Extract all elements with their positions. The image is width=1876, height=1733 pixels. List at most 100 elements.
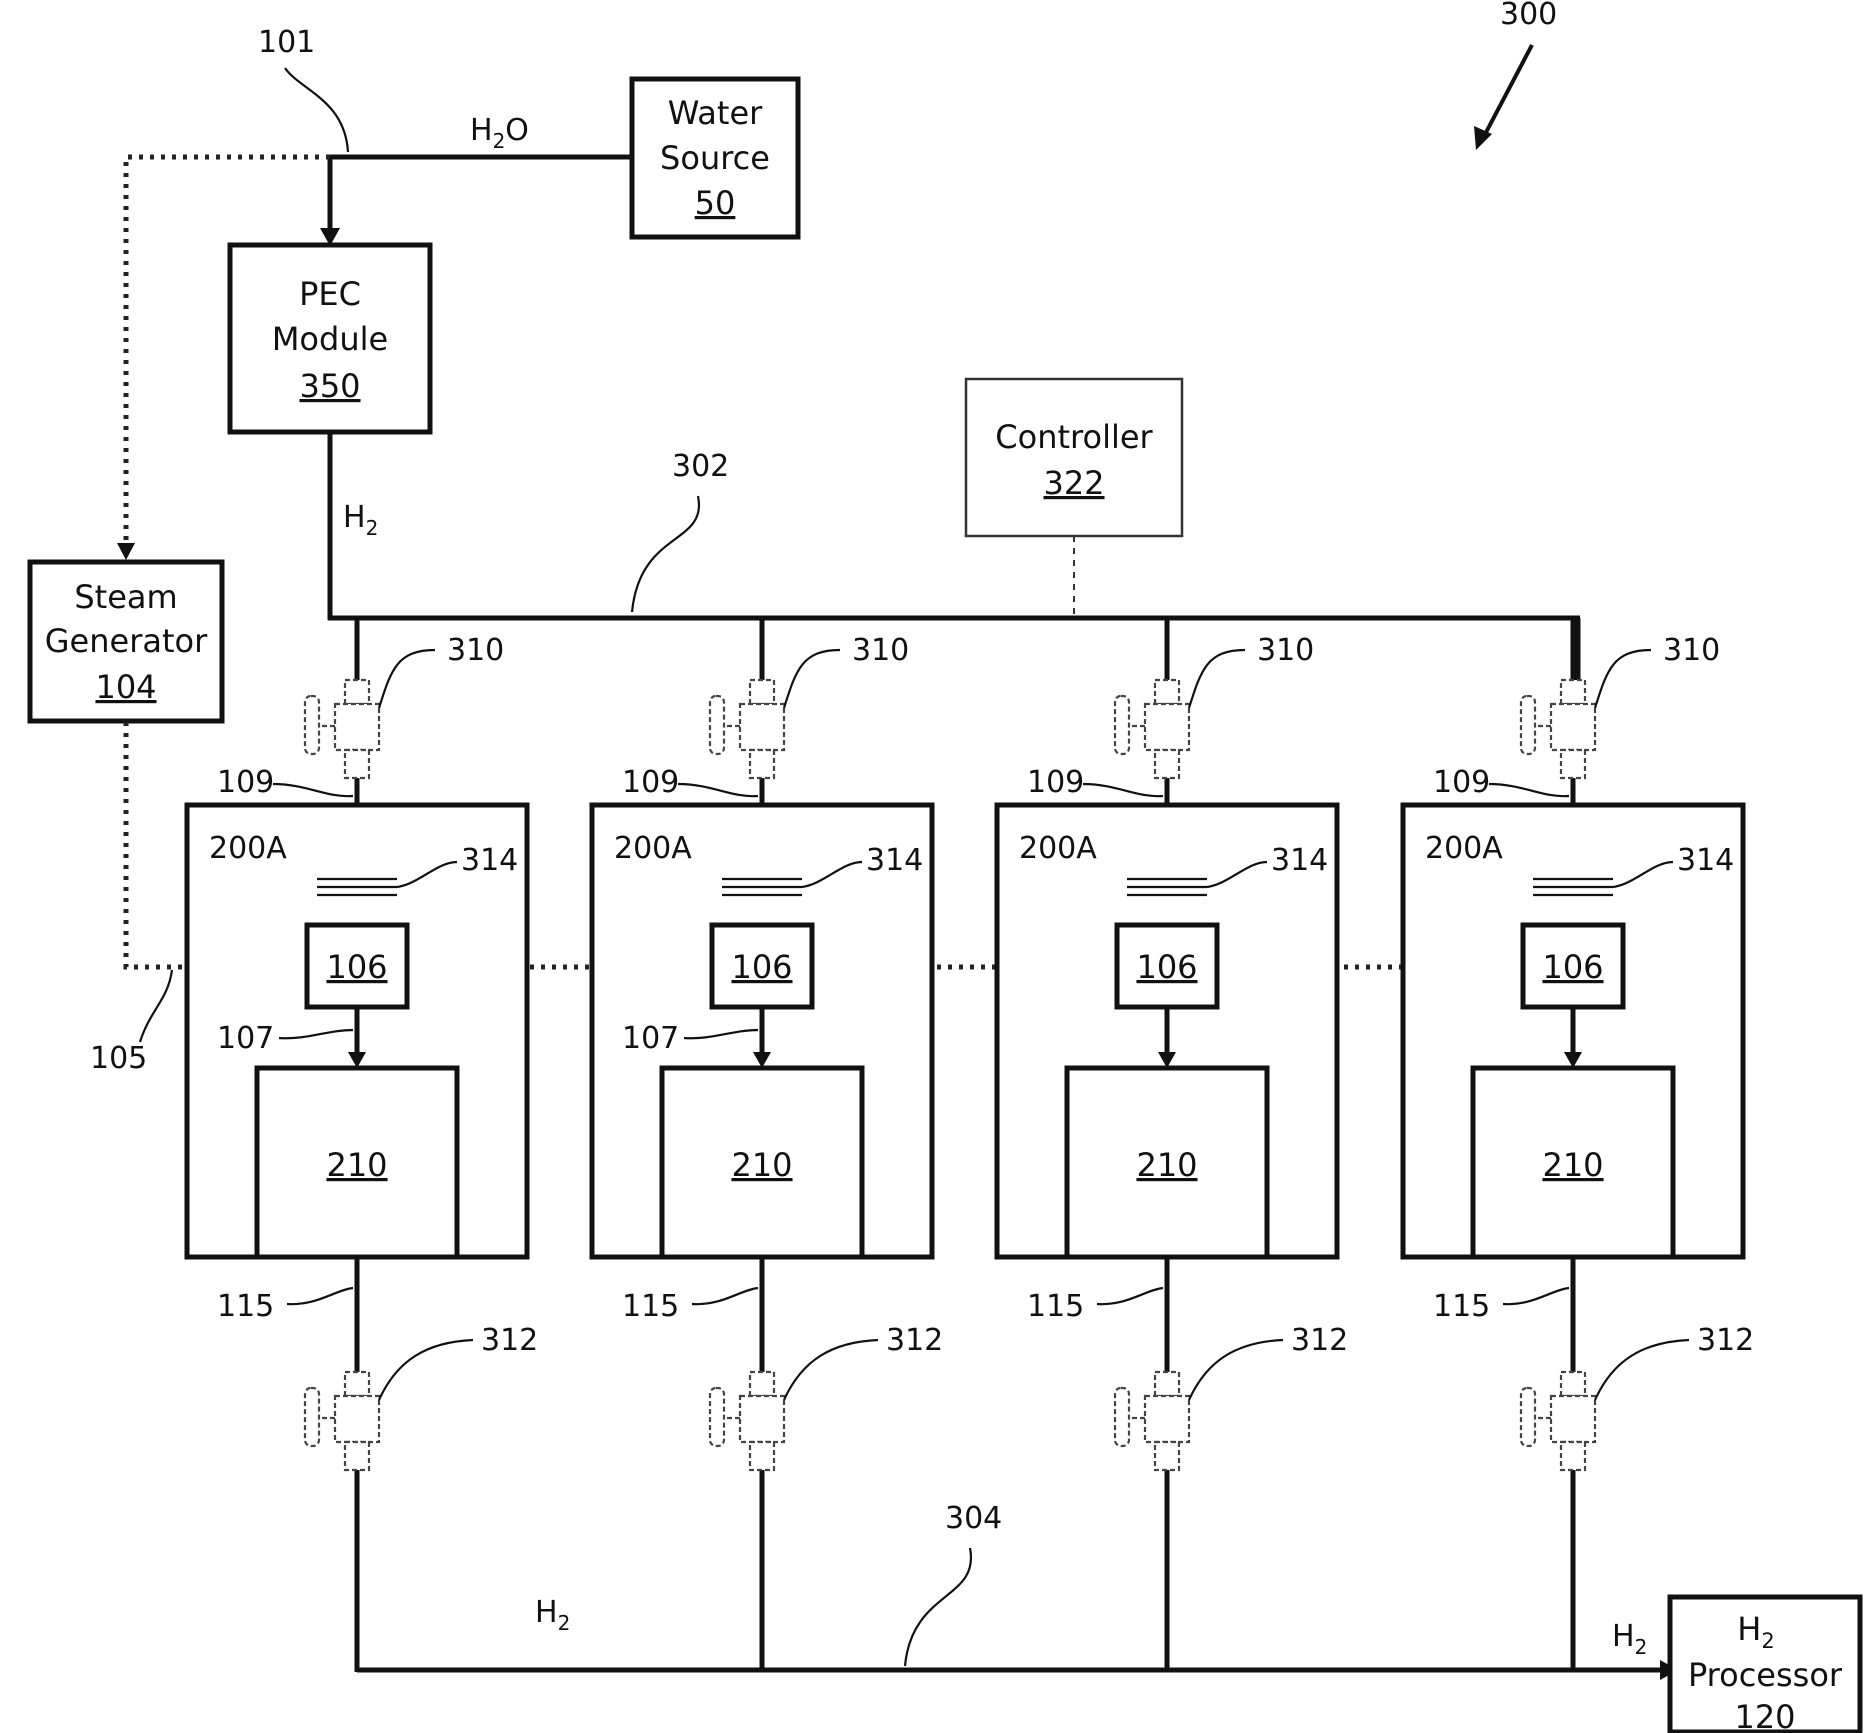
h2-processor-label-2: Processor (1688, 1656, 1843, 1694)
stack-1-outlet-valve-ref: 312 (481, 1323, 538, 1358)
water-line-leader (285, 68, 348, 152)
bottom-h2-label: H2 (535, 1595, 570, 1635)
stack-2-inlet-valve-handwheel (710, 696, 724, 754)
stack-4-filter-ref: 314 (1677, 843, 1734, 878)
stack-1-outlet-valve-bonnet (345, 1372, 369, 1396)
h2-processor-ref: 120 (1734, 1698, 1795, 1733)
stack-3-outlet-leader (1097, 1288, 1163, 1304)
stack-2-inlet-valve-bonnet (750, 680, 774, 704)
stack-2: 310200A109314106107210115312 (592, 618, 943, 1672)
stack-4-outlet-valve-bonnet (1561, 1372, 1585, 1396)
stack-1-outlet-valve-body (335, 1396, 379, 1442)
stack-1-inlet-valve-ref: 310 (447, 633, 504, 668)
stack-2-feed-ref: 107 (622, 1021, 679, 1056)
stack-3-outlet-valve-leader (1189, 1340, 1283, 1400)
stack-3-filter-ref: 314 (1271, 843, 1328, 878)
stack-3-inlet-valve-ref: 310 (1257, 633, 1314, 668)
pec-module-label-2: Module (272, 320, 388, 358)
stack-3-inlet-valve-handwheel (1115, 696, 1129, 754)
bottom-manifold-leader (905, 1548, 971, 1666)
controller-label: Controller (995, 418, 1153, 456)
stack-3-inlet-valve-outlet (1155, 750, 1179, 778)
stack-1-heater-ref: 106 (326, 948, 387, 986)
stack-2-outlet-valve-outlet (750, 1442, 774, 1470)
stack-4: 310 200A 109 314 106 210 115 312 (1403, 618, 1754, 1672)
stack-3-heater-ref: 106 (1136, 948, 1197, 986)
stack-4-heater-ref: 106 (1542, 948, 1603, 986)
water-flow-label: H2O (470, 113, 529, 153)
stack-4-outlet-leader (1503, 1288, 1569, 1304)
stack-3-outlet-valve-handwheel (1115, 1388, 1129, 1446)
stack-3-outlet-valve-outlet (1155, 1442, 1179, 1470)
stack-4-inlet-valve-ref: 310 (1663, 633, 1720, 668)
stack-1-module-label: 200A (209, 831, 287, 866)
stack-1-filter-ref: 314 (461, 843, 518, 878)
stack-1-cell-ref: 210 (326, 1146, 387, 1184)
stack-4-inlet-valve-outlet (1561, 750, 1585, 778)
processor-h2-label: H2 (1612, 1619, 1647, 1659)
stack-4-outlet-valve-leader (1595, 1340, 1689, 1400)
stack-3-inlet-valve-body (1145, 704, 1189, 750)
stack-2-cell-ref: 210 (731, 1146, 792, 1184)
stack-2-inlet-valve-outlet (750, 750, 774, 778)
stack-2-outlet-valve-leader (784, 1340, 878, 1400)
stack-2-inlet-valve-leader (784, 650, 840, 708)
stack-2-inlet-valve-body (740, 704, 784, 750)
stack-2-outlet-valve-bonnet (750, 1372, 774, 1396)
stack-1-outlet-valve-handwheel (305, 1388, 319, 1446)
water-source-ref: 50 (695, 184, 736, 222)
bottom-manifold-ref: 304 (945, 1501, 1002, 1536)
stack-3-inlet-valve-leader (1189, 650, 1245, 708)
stack-4-module-label: 200A (1425, 831, 1503, 866)
water-source-label-1: Water (668, 94, 763, 132)
pec-h2-label: H2 (343, 500, 378, 540)
stack-1-outlet-valve-outlet (345, 1442, 369, 1470)
stack-2-outlet-valve (710, 1372, 784, 1470)
water-source-label-2: Source (660, 139, 770, 177)
stack-3-outlet-valve-body (1145, 1396, 1189, 1442)
steam-line-leader (140, 970, 172, 1042)
steam-generator-label-1: Steam (74, 578, 177, 616)
steam-generator-label-2: Generator (45, 622, 208, 660)
pec-module-ref: 350 (299, 367, 360, 405)
stack-3-inlet-valve-bonnet (1155, 680, 1179, 704)
stack-4-inlet-valve-bonnet (1561, 680, 1585, 704)
stack-2-outlet-valve-body (740, 1396, 784, 1442)
controller-box (966, 379, 1182, 536)
steam-line-ref: 105 (90, 1041, 147, 1076)
stack-4-inlet-ref: 109 (1433, 765, 1490, 800)
stack-1: 310200A109314106107210115312 (187, 618, 538, 1672)
top-manifold-ref: 302 (672, 449, 729, 484)
stack-1-inlet-valve-handwheel (305, 696, 319, 754)
stack-3-inlet-valve (1115, 680, 1189, 778)
stack-2-inlet-valve-ref: 310 (852, 633, 909, 668)
stack-4-outlet-ref: 115 (1433, 1289, 1490, 1324)
stack-4-cell-ref: 210 (1542, 1146, 1603, 1184)
top-manifold-leader (632, 496, 699, 612)
stack-1-inlet-valve (305, 680, 379, 778)
stack-1-outlet-valve-leader (379, 1340, 473, 1400)
stack-2-outlet-ref: 115 (622, 1289, 679, 1324)
steam-feed-arrowhead (117, 543, 135, 560)
stack-2-filter-ref: 314 (866, 843, 923, 878)
stack-2-inlet-ref: 109 (622, 765, 679, 800)
stack-1-inlet-valve-bonnet (345, 680, 369, 704)
stack-3-outlet-valve-bonnet (1155, 1372, 1179, 1396)
figure-ref-arrow (1482, 45, 1532, 140)
stack-3-cell-ref: 210 (1136, 1146, 1197, 1184)
stack-1-feed-ref: 107 (217, 1021, 274, 1056)
stack-3-inlet-leader (1083, 784, 1163, 796)
stack-4-outlet-valve-handwheel (1521, 1388, 1535, 1446)
stack-3-outlet-ref: 115 (1027, 1289, 1084, 1324)
stack-1-inlet-leader (273, 784, 353, 796)
stack-4-inlet-valve-leader (1595, 650, 1651, 708)
stack-4-inlet-valve-body (1551, 704, 1595, 750)
stack-1-inlet-valve-leader (379, 650, 435, 708)
stack-1-inlet-valve-body (335, 704, 379, 750)
stack-4-outlet-valve-ref: 312 (1697, 1323, 1754, 1358)
stack-4-inlet-valve (1521, 680, 1595, 778)
stack-2-outlet-leader (692, 1288, 758, 1304)
stack-1-outlet-ref: 115 (217, 1289, 274, 1324)
stack-2-module-label: 200A (614, 831, 692, 866)
